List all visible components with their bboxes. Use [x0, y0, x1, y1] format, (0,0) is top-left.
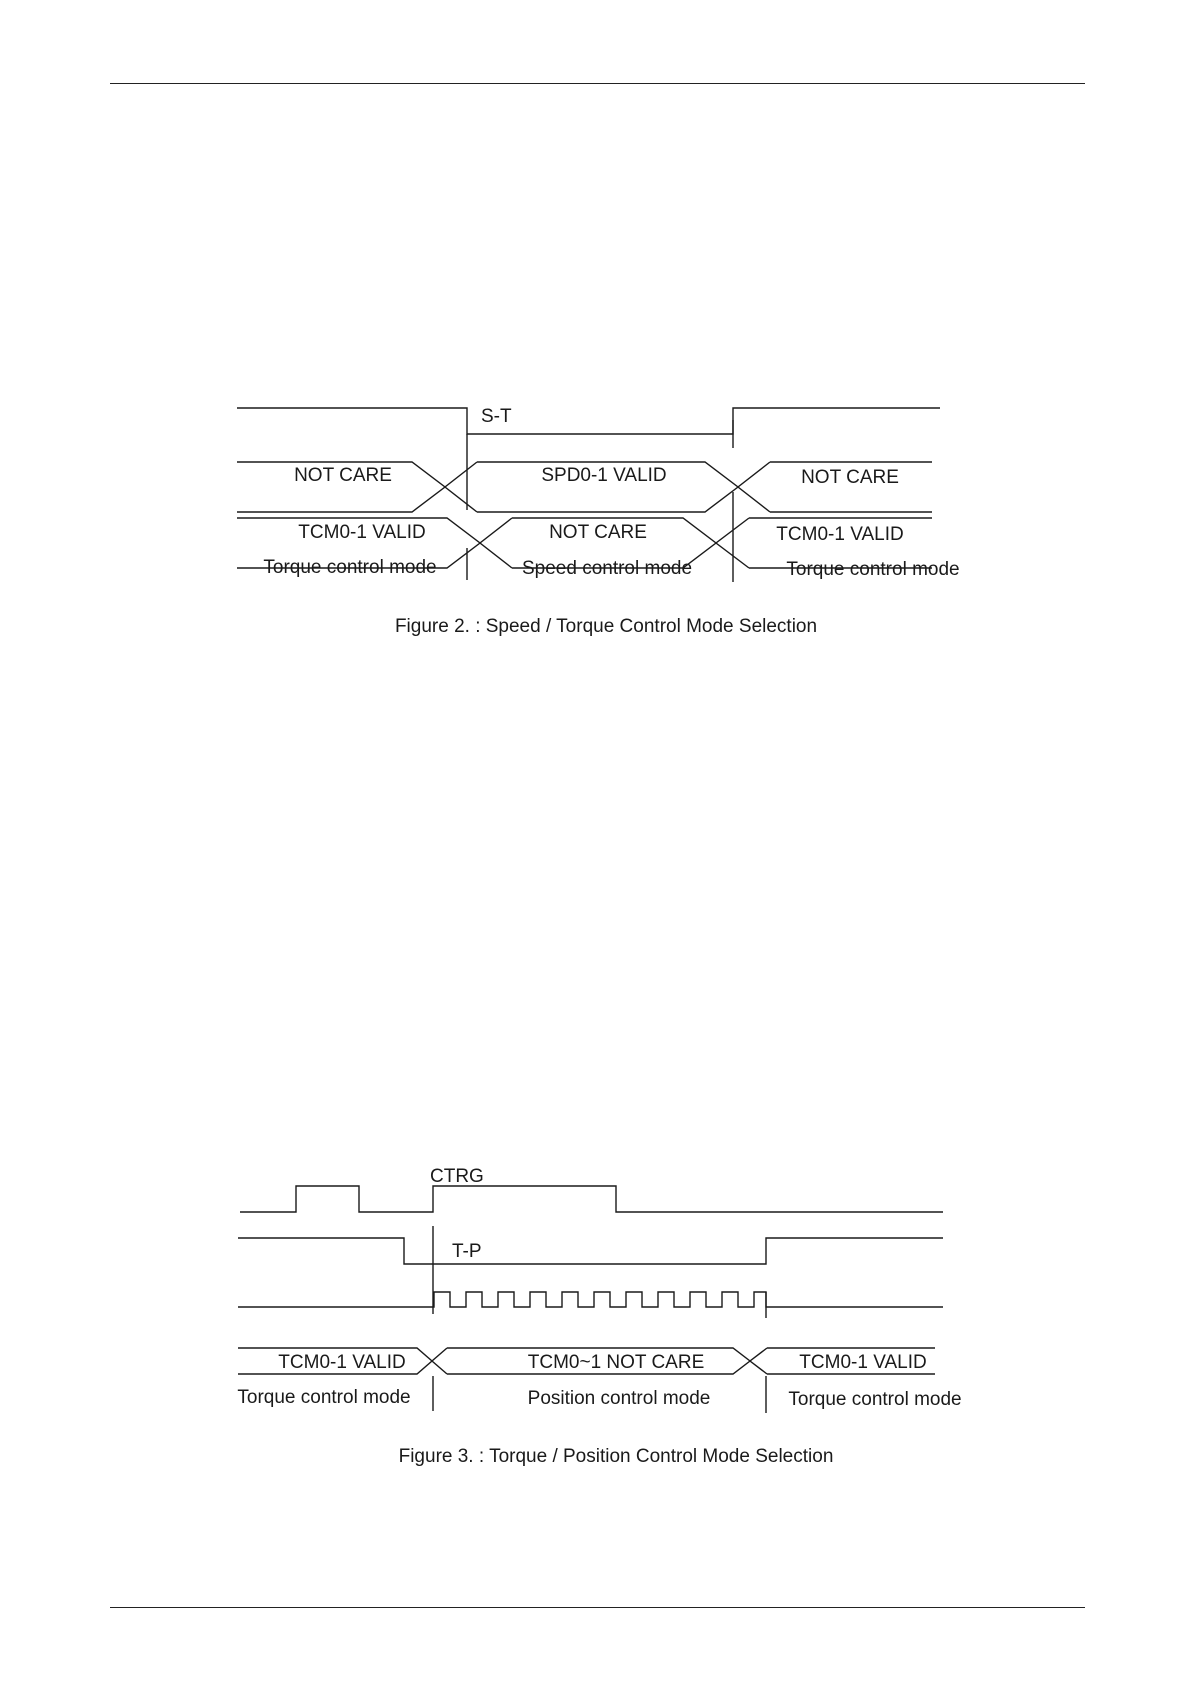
tcm-cell-2: NOT CARE: [549, 522, 647, 543]
st-signal-label: S-T: [481, 406, 512, 427]
mode-label-2: Speed control mode: [522, 558, 692, 579]
tcm-bus-row-3: [238, 1347, 935, 1375]
spd-cell-1: NOT CARE: [294, 465, 392, 486]
tcm3-cell-2: TCM0~1 NOT CARE: [528, 1352, 705, 1373]
mode-label-1: Torque control mode: [263, 557, 436, 578]
tcm-bus-row: [237, 517, 932, 569]
figure-2-caption: Figure 2. : Speed / Torque Control Mode …: [395, 616, 817, 637]
ctrg-signal-label: CTRG: [430, 1166, 484, 1187]
ctrg-waveform: [240, 1185, 943, 1213]
figure-2-timing-diagram: S-T NOT CARE SPD0-1 VALID NOT CARE TCM0-…: [237, 406, 960, 637]
figure-3-caption: Figure 3. : Torque / Position Control Mo…: [399, 1446, 834, 1467]
spd-cell-3: NOT CARE: [801, 467, 899, 488]
tcm-cell-3: TCM0-1 VALID: [776, 524, 903, 545]
mode3-label-1: Torque control mode: [237, 1387, 410, 1408]
tp-signal-label: T-P: [452, 1241, 482, 1262]
pulse-train: [238, 1291, 943, 1308]
mode3-label-3: Torque control mode: [788, 1389, 961, 1410]
mode3-label-2: Position control mode: [528, 1388, 711, 1409]
header-rule: [110, 83, 1085, 84]
tcm3-cell-1: TCM0-1 VALID: [278, 1352, 405, 1373]
spd-cell-2: SPD0-1 VALID: [541, 465, 666, 486]
figure-3-timing-diagram: CTRG T-P TCM0-1 VALID TCM0~1 NOT CARE TC…: [237, 1166, 961, 1467]
st-waveform: [237, 407, 940, 435]
tp-waveform: [238, 1237, 943, 1265]
mode-label-3: Torque control mode: [786, 559, 959, 580]
footer-rule: [110, 1607, 1085, 1608]
tcm3-cell-3: TCM0-1 VALID: [799, 1352, 926, 1373]
tcm-cell-1: TCM0-1 VALID: [298, 522, 425, 543]
spd-bus-row: [237, 461, 932, 513]
